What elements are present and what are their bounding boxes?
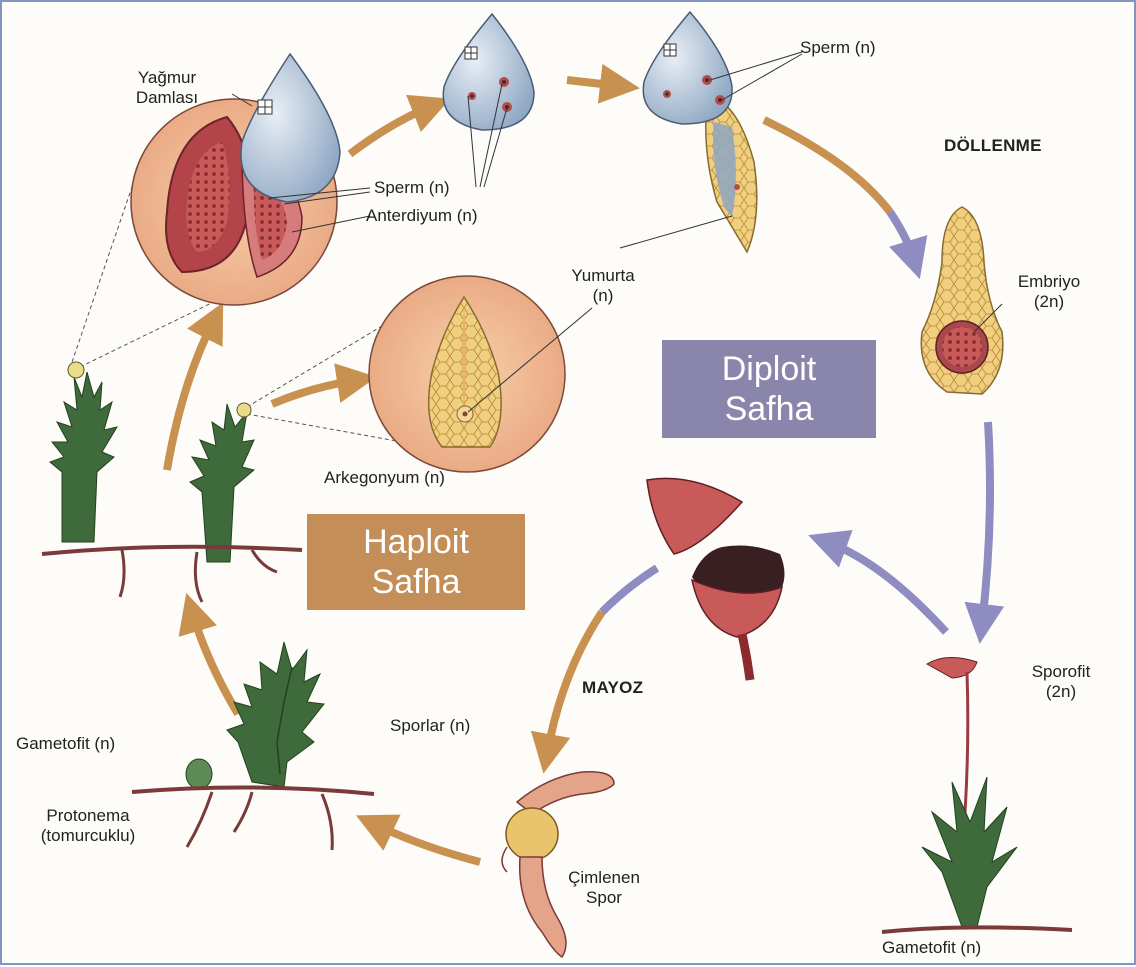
- diploid-phase-box: Diploit Safha: [662, 340, 876, 438]
- archegonium-zoom: [369, 276, 565, 472]
- diploid-phase-line-1: Diploit: [722, 349, 816, 389]
- label-gametophyte-left: Gametofit (n): [16, 734, 115, 754]
- label-sperm-top: Sperm (n): [800, 38, 876, 58]
- sporophyte-capsule-open: [647, 478, 785, 680]
- label-gametophyte-bottom: Gametofit (n): [882, 938, 981, 958]
- label-antheridium: Anterdiyum (n): [366, 206, 477, 226]
- label-egg: Yumurta (n): [538, 266, 668, 306]
- label-meiosis: MAYOZ: [582, 678, 643, 698]
- diploid-phase-line-2: Safha: [722, 389, 816, 429]
- label-rain-drop: Yağmur Damlası: [98, 68, 236, 108]
- germinating-spore: [502, 772, 614, 957]
- haploid-phase-box: Haploit Safha: [307, 514, 525, 610]
- arrow-antheridium-to-drop: [350, 106, 432, 154]
- arrow-embryo-to-sporophyte: [982, 422, 990, 624]
- sperm-drop-1: [443, 14, 534, 130]
- arrow-fertilization-orange: [764, 120, 890, 212]
- haploid-phase-line-2: Safha: [363, 562, 469, 602]
- arrow-spore-to-protonema: [374, 824, 480, 862]
- label-sporophyte: Sporofit (2n): [1006, 662, 1116, 702]
- haploid-phase-line-1: Haploit: [363, 522, 469, 562]
- arrow-protonema-to-gametophyte: [192, 612, 238, 714]
- label-leader-lines: [232, 52, 1002, 412]
- arrow-meiosis-purple: [602, 568, 657, 612]
- arrow-sporophyte-to-capsule: [827, 542, 946, 632]
- sperm-drop-2-with-archegonium: [643, 12, 757, 252]
- arrow-fertilization-purple: [890, 212, 914, 260]
- label-germinating-spore: Çimlenen Spor: [550, 868, 658, 908]
- label-protonema: Protonema (tomurcuklu): [6, 806, 170, 846]
- rain-drop-antheridium: [241, 54, 340, 202]
- label-fertilization: DÖLLENME: [944, 136, 1042, 156]
- gametophyte-pair: [42, 362, 302, 602]
- label-embryo: Embriyo (2n): [1002, 272, 1096, 312]
- label-sperm-left: Sperm (n): [374, 178, 450, 198]
- label-archegonium: Arkegonyum (n): [324, 468, 445, 488]
- arrow-gametophyte-to-archegonium: [272, 380, 357, 404]
- embryo-archegonium: [921, 207, 1003, 394]
- label-spores: Sporlar (n): [390, 716, 470, 736]
- arrow-drop-to-sperm: [567, 80, 620, 86]
